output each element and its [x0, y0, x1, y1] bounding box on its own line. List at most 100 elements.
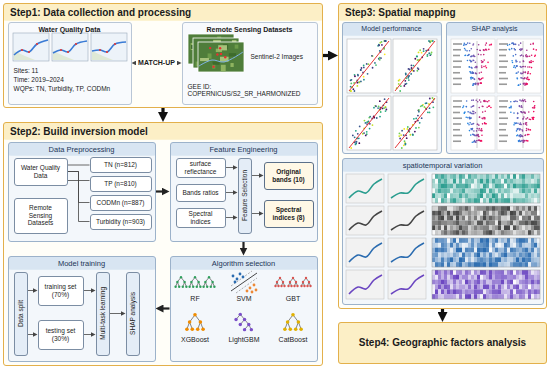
- shap-dot: [471, 123, 473, 125]
- heat-cell: [492, 253, 495, 258]
- shap-dot: [485, 65, 487, 67]
- scatter-dot: [423, 106, 425, 108]
- tree-node: [247, 323, 250, 326]
- heat-cell: [453, 206, 456, 211]
- heat-cell: [528, 179, 531, 184]
- shap-dot: [535, 49, 537, 51]
- heat-cell: [537, 198, 540, 203]
- box-title: Spectral indices: [179, 210, 223, 226]
- heat-cell: [438, 285, 441, 290]
- shap-dot: [467, 117, 469, 119]
- process-box: Bands ratios: [176, 184, 226, 202]
- shap-dot: [479, 49, 481, 51]
- scatter-dot: [414, 58, 416, 60]
- tree-node: [243, 318, 246, 321]
- section-box: spatiotemporal variation: [342, 158, 544, 305]
- heat-cell: [456, 243, 459, 248]
- heat-cell: [432, 262, 435, 267]
- heat-strip-frame: [432, 206, 540, 235]
- section-box: Data PreprocessingWater Quality DataRemo…: [8, 142, 156, 242]
- tree-node: [182, 286, 184, 288]
- heat-cell: [522, 289, 525, 294]
- tree-node: [290, 285, 292, 287]
- heat-cell: [447, 174, 450, 179]
- shap-dot: [469, 130, 471, 132]
- shap-dot: [471, 56, 473, 58]
- heat-cell: [537, 275, 540, 280]
- heat-cell: [477, 230, 480, 235]
- heat-cell: [462, 179, 465, 184]
- heat-cell: [537, 289, 540, 294]
- shap-dot: [485, 101, 487, 103]
- shap-dot: [484, 111, 486, 113]
- map-thumbnail: [13, 33, 49, 61]
- box-detail: Sentinel-2 Images: [251, 53, 313, 61]
- heat-cell: [453, 238, 456, 243]
- heat-cell: [510, 221, 513, 226]
- shap-dot: [472, 128, 474, 130]
- scatter-dot: [413, 70, 415, 72]
- heat-cell: [486, 225, 489, 230]
- scatter-dot: [354, 90, 356, 92]
- heat-cell: [441, 221, 444, 226]
- shap-dot: [522, 100, 524, 102]
- heat-cell: [513, 189, 516, 194]
- heat-cell: [492, 189, 495, 194]
- heat-cell: [474, 270, 477, 275]
- shap-dot: [518, 135, 520, 137]
- heat-cell: [477, 225, 480, 230]
- shap-dot: [467, 55, 469, 57]
- shap-dot: [520, 48, 522, 50]
- tree-node: [302, 281, 304, 283]
- tree-node: [300, 285, 302, 287]
- heat-cell: [471, 294, 474, 299]
- heat-cell: [444, 193, 447, 198]
- heat-cell: [510, 243, 513, 248]
- fit-line: [395, 41, 435, 91]
- heat-cell: [522, 211, 525, 216]
- heat-cell: [498, 189, 501, 194]
- heat-cell: [438, 193, 441, 198]
- heat-cell: [537, 206, 540, 211]
- shap-dot: [527, 73, 529, 75]
- heat-cell: [498, 198, 501, 203]
- shap-dot: [473, 105, 475, 107]
- heat-cell: [537, 230, 540, 235]
- scatter-dot: [376, 117, 378, 119]
- output-box: Original bands (10): [264, 162, 314, 190]
- scatter-dot: [398, 135, 400, 137]
- heat-cell: [486, 253, 489, 258]
- scatter-dot: [364, 120, 366, 122]
- map-panel: [388, 238, 426, 267]
- shap-dot: [464, 112, 466, 114]
- map-panel: [346, 238, 384, 267]
- tree-node: [239, 313, 242, 316]
- heat-cell: [507, 289, 510, 294]
- heat-cell: [483, 179, 486, 184]
- heat-cell: [534, 275, 537, 280]
- shap-dot: [523, 83, 525, 85]
- scatter-dot: [373, 107, 375, 109]
- shap-dot: [469, 60, 471, 62]
- scatter-dot: [363, 66, 365, 68]
- shap-dot: [515, 72, 517, 74]
- heat-cell: [453, 179, 456, 184]
- scatter-dot: [385, 109, 387, 111]
- scatter-dot: [413, 65, 415, 67]
- feature-tick: [453, 117, 462, 119]
- shap-dot: [519, 105, 521, 107]
- heat-cell: [513, 184, 516, 189]
- shap-dot: [525, 72, 527, 74]
- scatter-dot: [360, 69, 362, 71]
- heat-cell: [444, 174, 447, 179]
- scatter-dot: [369, 116, 371, 118]
- process-box: Remote Sensing Datasets: [14, 198, 68, 234]
- box-fill: [96, 272, 110, 356]
- heat-cell: [516, 257, 519, 262]
- shap-dot: [468, 54, 470, 56]
- heat-cell: [465, 174, 468, 179]
- box-title: CODMn (n=887): [97, 199, 145, 207]
- scatter-dot: [421, 117, 423, 119]
- heat-cell: [435, 253, 438, 258]
- heat-cell: [522, 275, 525, 280]
